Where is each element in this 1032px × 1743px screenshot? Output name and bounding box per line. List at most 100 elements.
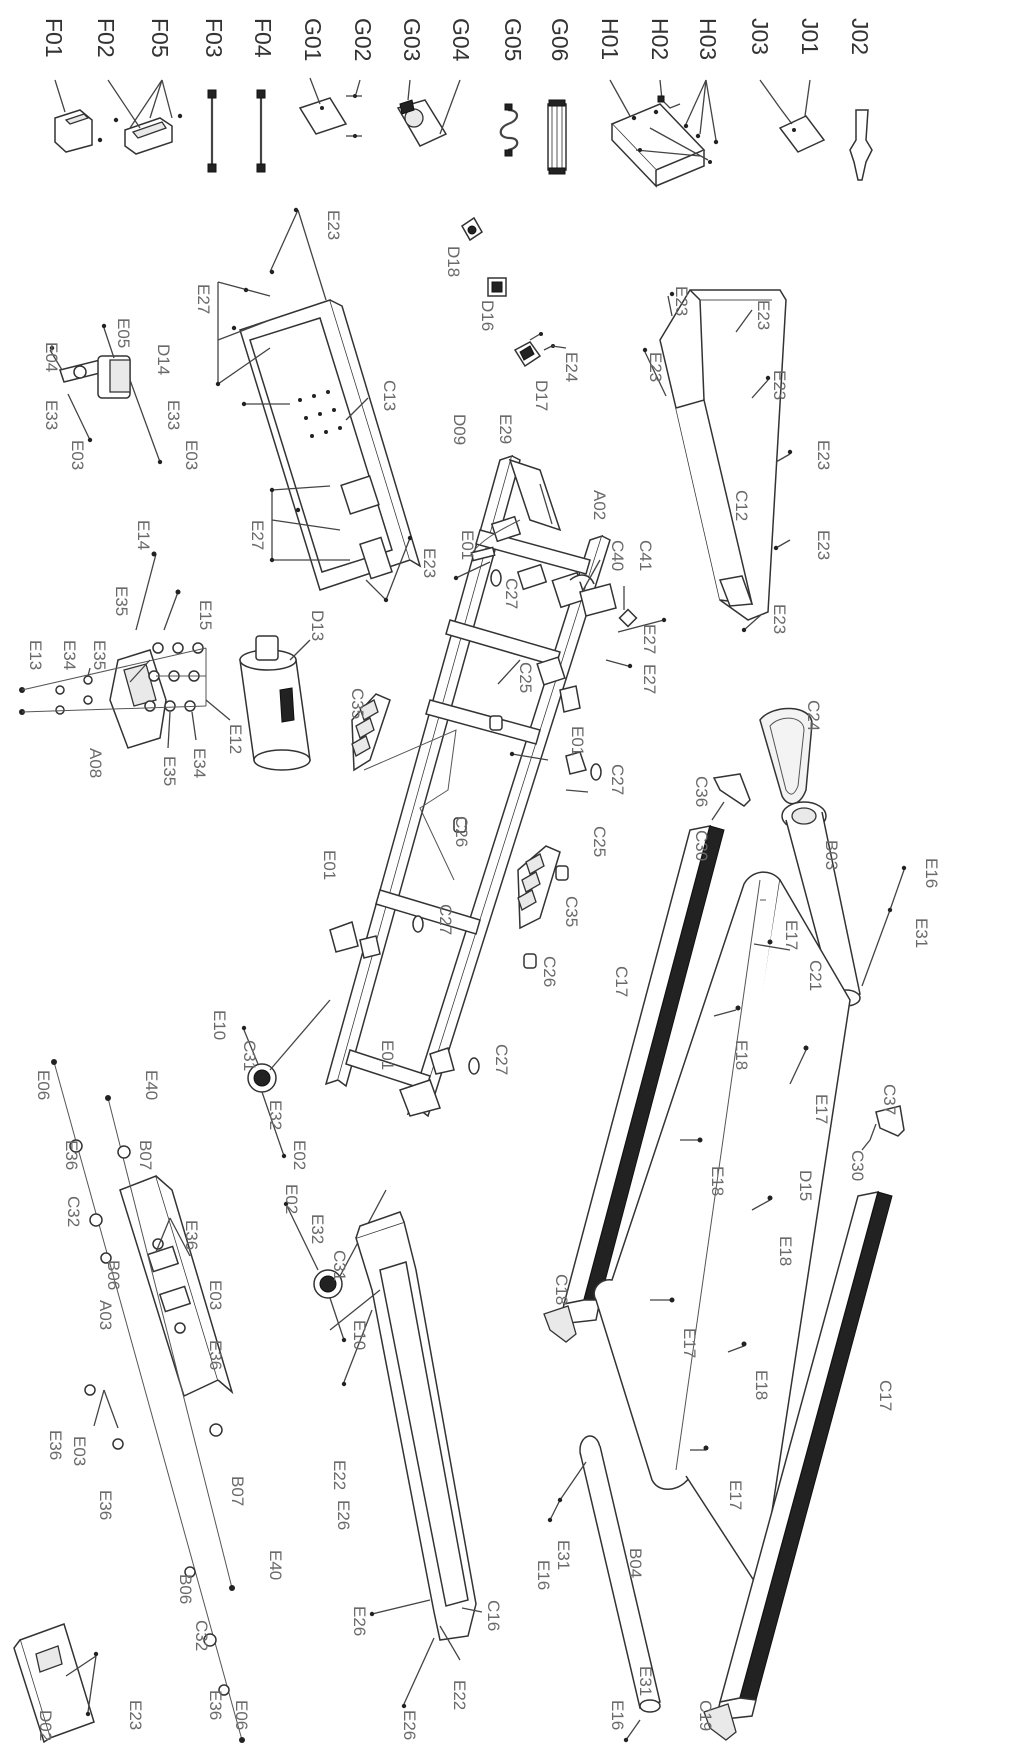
label-C24: C24 [804, 700, 823, 731]
label-A02: A02 [590, 490, 609, 520]
part-C16 [329, 1211, 483, 1709]
part-F01 [54, 79, 103, 153]
label-C27-a: C27 [502, 578, 521, 609]
label-E40-b: E40 [266, 1550, 285, 1580]
label-J03: J03 [747, 18, 773, 55]
part-D14 [49, 323, 163, 465]
label-E16-a: E16 [922, 858, 941, 888]
label-B06-a: B06 [104, 1260, 123, 1290]
label-A08: A08 [86, 748, 105, 778]
part-C36 [711, 773, 751, 821]
label-E29: E29 [496, 414, 515, 444]
label-E14: E14 [134, 520, 153, 550]
label-E18-b: E18 [708, 1166, 727, 1196]
part-D16 [487, 277, 507, 297]
label-E17-b: E17 [812, 1094, 831, 1124]
label-E17-a: E17 [782, 920, 801, 950]
main-frame [324, 454, 667, 1118]
label-E03-a: E03 [68, 440, 87, 470]
label-G04: G04 [448, 18, 474, 62]
part-A08-assembly [19, 551, 231, 749]
spacers [412, 569, 602, 1075]
part-C31-wheels [241, 999, 387, 1343]
label-E26-b: E26 [350, 1606, 369, 1636]
label-B03: B03 [822, 840, 841, 870]
label-E33-b: E33 [164, 400, 183, 430]
label-E32-a: E32 [266, 1100, 285, 1130]
part-F03 [207, 89, 217, 173]
label-E23-c12f: E23 [814, 530, 833, 560]
label-E02-b: E02 [282, 1184, 301, 1214]
label-C31-a: C31 [240, 1040, 259, 1071]
part-F02 [107, 79, 183, 155]
part-C18 [543, 1305, 577, 1343]
label-F03: F03 [201, 18, 227, 58]
label-D16: D16 [478, 300, 497, 331]
part-H02 [657, 79, 681, 109]
part-B04 [547, 1435, 661, 1743]
label-D17: D17 [532, 380, 551, 411]
label-C35-b: C35 [562, 896, 581, 927]
part-D18 [461, 216, 483, 242]
label-E12: E12 [226, 724, 245, 754]
label-D02: D02 [36, 1710, 55, 1741]
label-E31-c: E31 [636, 1666, 655, 1696]
label-E15: E15 [196, 600, 215, 630]
part-G01 [298, 77, 362, 138]
label-F04: F04 [250, 18, 276, 58]
label-E34-b: E34 [190, 748, 209, 778]
label-E01-a: E01 [458, 530, 477, 560]
label-C18: C18 [552, 1274, 571, 1305]
label-E22-a: E22 [330, 1460, 349, 1490]
label-H02: H02 [647, 18, 673, 60]
label-E05: E05 [114, 318, 133, 348]
label-E23-c12b: E23 [754, 300, 773, 330]
part-F04 [256, 89, 266, 173]
label-A03: A03 [96, 1300, 115, 1330]
label-E16-b: E16 [534, 1560, 553, 1590]
label-E27-a: E27 [194, 284, 213, 314]
label-G03: G03 [399, 18, 425, 61]
label-D15: D15 [796, 1170, 815, 1201]
label-G01: G01 [300, 18, 326, 61]
label-E36-a: E36 [62, 1140, 81, 1170]
label-E31-a: E31 [912, 918, 931, 948]
part-C24 [759, 707, 813, 805]
part-D13 [239, 635, 311, 771]
part-C19 [703, 1703, 737, 1741]
label-E36-d: E36 [46, 1430, 65, 1460]
callout-labels: E23 E27 E05 E04 D14 E33 E03 E33 E03 C13 … [26, 210, 941, 1741]
label-C19: C19 [696, 1700, 715, 1731]
label-E36-b: E36 [182, 1220, 201, 1250]
label-F02: F02 [93, 18, 119, 58]
label-C35-a: C35 [348, 688, 367, 719]
part-C35 [351, 693, 561, 930]
label-J02: J02 [847, 18, 873, 55]
label-F01: F01 [41, 18, 67, 58]
part-C12 [642, 289, 793, 633]
label-E23-c12e: E23 [814, 440, 833, 470]
label-E17-c: E17 [680, 1328, 699, 1358]
label-C27-b: C27 [608, 764, 627, 795]
label-C32-b: C32 [192, 1620, 211, 1651]
part-C17-right [715, 1191, 893, 1721]
label-C31-b: C31 [330, 1250, 349, 1281]
part-G05 [499, 103, 519, 157]
label-E02-a: E02 [290, 1140, 309, 1170]
label-C25-a: C25 [516, 662, 535, 693]
label-E35-b: E35 [90, 640, 109, 670]
label-C21: C21 [806, 960, 825, 991]
part-J01 [759, 79, 826, 153]
label-F05: F05 [147, 18, 173, 58]
label-E35-c: E35 [160, 756, 179, 786]
label-E06-a: E06 [34, 1070, 53, 1100]
label-C26-a: C26 [452, 816, 471, 847]
label-E01-c: E01 [320, 850, 339, 880]
label-E23-c12a: E23 [672, 286, 691, 316]
part-G03 [396, 79, 461, 147]
label-C27-d: C27 [492, 1044, 511, 1075]
part-H01 [609, 79, 712, 188]
label-E23-c12c: E23 [646, 352, 665, 382]
part-C13-assembly [215, 207, 422, 603]
sidebar-labels: F01 F02 F05 F03 F04 G01 G02 G03 G04 G05 … [41, 18, 873, 62]
